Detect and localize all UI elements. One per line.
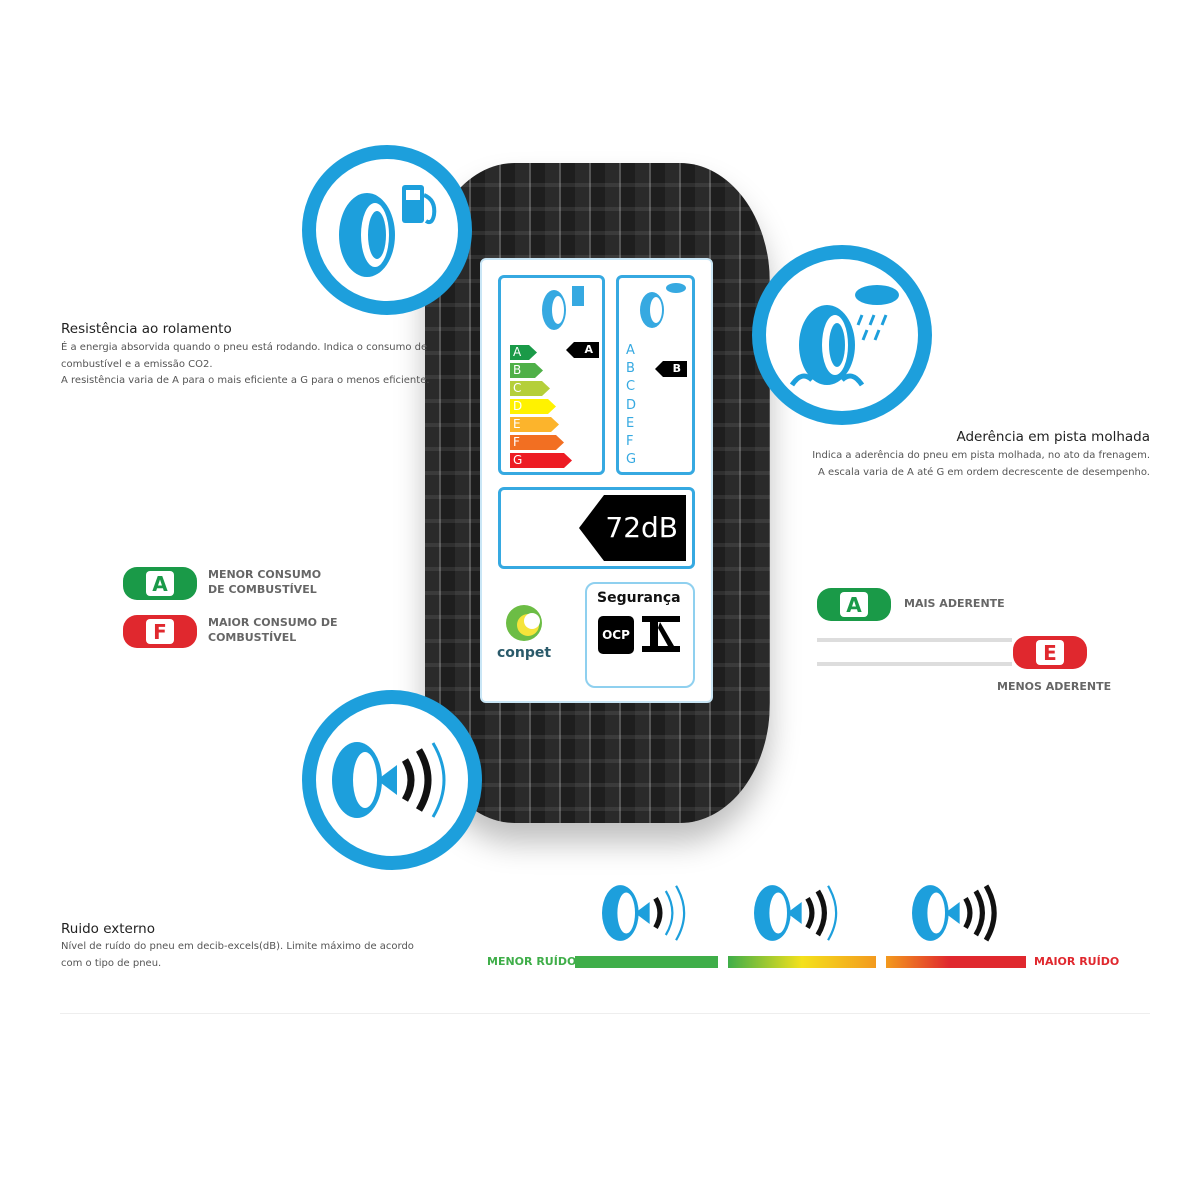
worst-fuel-grade: F bbox=[146, 619, 174, 644]
car-best-grip-icon: A bbox=[817, 588, 891, 621]
wet-grade-c: C bbox=[626, 379, 636, 394]
wet-desc-1: Indica a aderência do pneu em pista molh… bbox=[812, 450, 1150, 461]
car-worst-fuel-icon: F bbox=[123, 615, 197, 648]
rolling-resistance-desc: É a energia absorvida quando o pneu está… bbox=[61, 340, 431, 390]
noise-bar-low bbox=[575, 956, 718, 968]
wet-rating-panel bbox=[616, 275, 695, 475]
tire-fuel-icon bbox=[339, 185, 437, 277]
inmetro-logo bbox=[642, 616, 680, 652]
best-grip-grade: A bbox=[840, 592, 868, 617]
car-best-fuel-icon: A bbox=[123, 567, 197, 600]
fuel-rating-tag: A bbox=[566, 342, 599, 358]
fuel-efficiency-circle bbox=[302, 145, 472, 315]
conpet-logo bbox=[506, 605, 542, 641]
wet-grip-desc: Indica a aderência do pneu em pista molh… bbox=[812, 448, 1150, 481]
noise-circle bbox=[302, 690, 482, 870]
fuel-grade-b: B bbox=[510, 363, 543, 378]
safety-panel bbox=[585, 582, 695, 688]
conpet-brand: conpet bbox=[497, 645, 552, 661]
noise-title: Ruido externo bbox=[61, 921, 155, 937]
fuel-panel-icon bbox=[542, 286, 584, 330]
rolling-desc-1: É a energia absorvida quando o pneu está… bbox=[61, 342, 428, 370]
wet-grade-e: E bbox=[626, 416, 635, 431]
best-grip-text: MAIS ADERENTE bbox=[904, 597, 1005, 610]
braking-track-line bbox=[817, 662, 1012, 666]
best-fuel-grade: A bbox=[146, 571, 174, 596]
fuel-rating-panel bbox=[498, 275, 605, 475]
noise-value-tag: 72dB bbox=[579, 495, 686, 561]
wet-grade-a: A bbox=[626, 343, 635, 358]
worst-grip-grade: E bbox=[1036, 640, 1064, 665]
medium-noise-icon bbox=[754, 885, 838, 941]
noise-bar-medium bbox=[728, 956, 876, 968]
wet-grade-d: D bbox=[626, 398, 637, 413]
wet-rating-tag: B bbox=[655, 361, 687, 377]
low-noise-label: MENOR RUÍDO bbox=[487, 955, 577, 968]
wet-panel-icon bbox=[640, 283, 686, 328]
safety-title: Segurança bbox=[597, 590, 681, 606]
rolling-resistance-title: Resistência ao rolamento bbox=[61, 321, 232, 337]
high-noise-icon bbox=[912, 884, 997, 942]
wet-grade-b: B bbox=[626, 361, 635, 376]
worst-grip-text: MENOS ADERENTE bbox=[997, 680, 1112, 693]
noise-desc: Nível de ruído do pneu em decib-excels(d… bbox=[61, 941, 414, 969]
tire-rain-icon bbox=[789, 285, 899, 387]
fuel-grade-g: G bbox=[510, 453, 572, 468]
tire-noise-icon bbox=[332, 742, 446, 818]
divider bbox=[60, 1013, 1150, 1014]
wet-grip-circle bbox=[752, 245, 932, 425]
ocp-logo: OCP bbox=[598, 616, 634, 654]
wet-grip-title: Aderência em pista molhada bbox=[956, 429, 1150, 445]
fuel-grade-f: F bbox=[510, 435, 564, 450]
braking-track-line bbox=[817, 638, 1012, 642]
rolling-desc-2: A resistência varia de A para o mais efi… bbox=[61, 375, 430, 386]
best-fuel-text: MENOR CONSUMO DE COMBUSTÍVEL bbox=[208, 568, 322, 596]
high-noise-label: MAIOR RUÍDO bbox=[1034, 955, 1120, 968]
fuel-grade-c: C bbox=[510, 381, 550, 396]
low-noise-icon bbox=[602, 885, 686, 941]
wet-grade-f: F bbox=[626, 434, 634, 449]
wet-desc-2: A escala varia de A até G em ordem decre… bbox=[818, 466, 1150, 478]
noise-bar-high bbox=[886, 956, 1026, 968]
noise-panel bbox=[498, 487, 695, 569]
fuel-grade-e: E bbox=[510, 417, 559, 432]
wet-grade-g: G bbox=[626, 452, 637, 467]
worst-fuel-text: MAIOR CONSUMO DE COMBUSTÍVEL bbox=[208, 616, 338, 644]
fuel-grade-a: A bbox=[510, 345, 537, 360]
fuel-grade-d: D bbox=[510, 399, 556, 414]
car-worst-grip-icon: E bbox=[1013, 636, 1087, 669]
